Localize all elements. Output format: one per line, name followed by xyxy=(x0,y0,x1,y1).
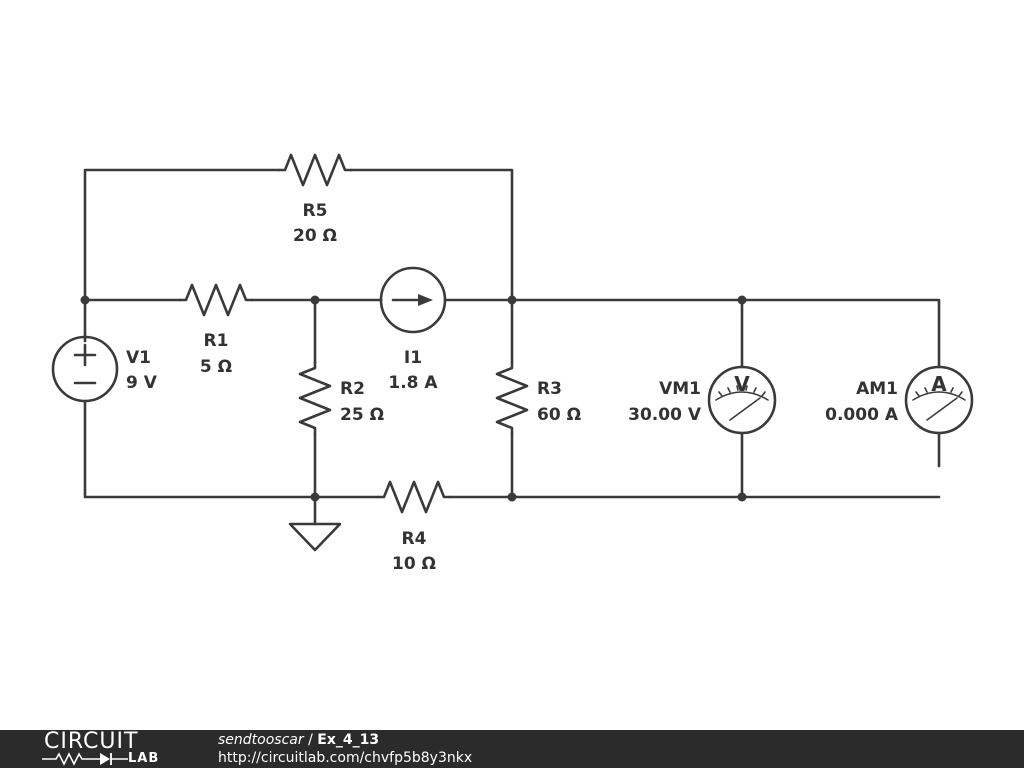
resistor-r1[interactable] xyxy=(178,283,254,317)
meter-scale-icon xyxy=(715,385,769,401)
meter-needle-icon xyxy=(729,397,761,421)
v1-value: 9 V xyxy=(126,373,158,393)
resistor-diode-logo-icon xyxy=(42,752,128,766)
i1-name: I1 xyxy=(404,348,422,368)
junction-dot xyxy=(310,295,320,305)
am1-name: AM1 xyxy=(856,379,898,399)
component-labels: R5 20 Ω R1 5 Ω V1 9 V I1 1.8 A R2 25 Ω R… xyxy=(126,201,899,574)
title-separator: / xyxy=(308,732,313,748)
vm1-value: 30.00 V xyxy=(628,405,702,425)
vm1-name: VM1 xyxy=(659,379,701,399)
v1-name: V1 xyxy=(126,348,151,368)
ammeter-am1[interactable]: A xyxy=(904,365,974,435)
r4-name: R4 xyxy=(402,529,427,549)
v1-circle xyxy=(51,335,119,403)
vm1-circle xyxy=(707,365,777,435)
plus-icon xyxy=(73,343,97,367)
resistor-r4[interactable] xyxy=(376,480,452,514)
meter-needle-icon xyxy=(926,397,958,421)
wires xyxy=(83,168,941,526)
junction-dot xyxy=(80,295,90,305)
am1-circle xyxy=(904,365,974,435)
resistor-r3[interactable] xyxy=(495,360,529,436)
r1-value: 5 Ω xyxy=(200,357,232,377)
circuitlab-logo[interactable]: CIRCUIT LAB xyxy=(40,729,180,768)
junction-dot xyxy=(507,492,517,502)
wire-top-right xyxy=(349,168,514,302)
voltmeter-vm1[interactable]: V xyxy=(707,365,777,435)
r3-name: R3 xyxy=(537,379,562,399)
resistor-r5[interactable] xyxy=(277,153,353,187)
wire-v1-bottom xyxy=(83,399,380,499)
r5-name: R5 xyxy=(303,201,328,221)
logo-text-circuit: CIRCUIT xyxy=(44,729,139,754)
schematic-title[interactable]: Ex_4_13 xyxy=(317,732,380,748)
current-source-i1[interactable] xyxy=(379,266,447,334)
schematic-info: sendtooscar / Ex_4_13 http://circuitlab.… xyxy=(218,731,472,767)
junctions xyxy=(80,295,747,502)
meter-scale-icon xyxy=(912,385,966,401)
r2-name: R2 xyxy=(340,379,365,399)
voltage-source-v1[interactable] xyxy=(51,335,119,403)
am1-value: 0.000 A xyxy=(825,405,899,425)
arrow-head-icon xyxy=(418,294,433,306)
resistor-r2[interactable] xyxy=(298,360,332,436)
r4-value: 10 Ω xyxy=(392,554,436,574)
i1-value: 1.8 A xyxy=(388,373,438,393)
logo-text-lab: LAB xyxy=(128,751,160,766)
wire-top-left xyxy=(83,168,281,343)
schematic-url-link[interactable]: http://circuitlab.com/chvfp5b8y3nkx xyxy=(218,750,473,766)
junction-dot xyxy=(310,492,320,502)
ground-icon xyxy=(288,522,342,552)
author-link[interactable]: sendtooscar xyxy=(218,732,304,748)
circuit-schematic: V A R5 20 Ω R1 5 Ω V1 9 V I1 1.8 A R2 25… xyxy=(51,153,974,574)
junction-dot xyxy=(737,295,747,305)
junction-dot xyxy=(737,492,747,502)
r3-value: 60 Ω xyxy=(537,405,581,425)
r5-value: 20 Ω xyxy=(293,226,337,246)
r1-name: R1 xyxy=(204,331,229,351)
footer-bar: CIRCUIT LAB sendtooscar / Ex_4_13 http:/… xyxy=(0,729,1024,768)
i1-circle xyxy=(379,266,447,334)
junction-dot xyxy=(507,295,517,305)
r2-value: 25 Ω xyxy=(340,405,384,425)
wire-i1-right xyxy=(443,298,941,369)
